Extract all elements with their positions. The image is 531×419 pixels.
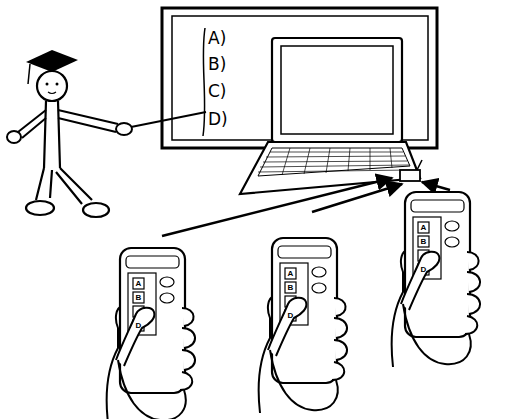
button-letter: B bbox=[133, 292, 144, 303]
clicker-in-hand bbox=[107, 248, 195, 419]
answer-option: D) bbox=[208, 111, 228, 128]
hand bbox=[116, 123, 132, 135]
button-letter: D bbox=[133, 320, 144, 331]
clicker-keypad: AB D bbox=[405, 192, 470, 337]
list-bracket bbox=[203, 28, 205, 136]
foot bbox=[83, 203, 109, 217]
clicker-in-hand bbox=[392, 192, 480, 367]
hand bbox=[7, 131, 21, 143]
pointer-stick bbox=[131, 112, 206, 127]
answer-option: B) bbox=[208, 56, 226, 73]
answer-option: A) bbox=[208, 30, 226, 47]
signal-arrow bbox=[312, 184, 402, 212]
laptop-lid bbox=[272, 38, 402, 142]
signal-arrow bbox=[162, 178, 392, 236]
clicker-in-hand bbox=[259, 238, 347, 413]
torso bbox=[44, 101, 60, 168]
laptop-screen bbox=[281, 46, 393, 134]
eye bbox=[46, 83, 49, 86]
button-letter: B bbox=[418, 236, 429, 247]
arm bbox=[18, 110, 46, 138]
answer-option: C) bbox=[208, 83, 227, 100]
antenna bbox=[417, 160, 422, 170]
button-letter: A bbox=[418, 222, 429, 233]
button-letter: A bbox=[285, 268, 296, 279]
tassel bbox=[28, 64, 30, 84]
answer-board: A) B) C) D) bbox=[162, 8, 437, 148]
board-frame bbox=[162, 8, 437, 148]
board-surface bbox=[172, 16, 428, 140]
receiver bbox=[400, 170, 420, 181]
keys bbox=[258, 148, 410, 175]
head bbox=[37, 71, 67, 101]
legs bbox=[36, 168, 92, 204]
eye bbox=[56, 83, 59, 86]
button-letter: D bbox=[418, 264, 429, 275]
button-letter: B bbox=[285, 282, 296, 293]
button-letter: A bbox=[133, 278, 144, 289]
arm bbox=[58, 110, 118, 132]
clicker-keypad: AB D bbox=[272, 238, 337, 383]
button-letter: D bbox=[285, 310, 296, 321]
mouth bbox=[48, 92, 56, 94]
keyboard bbox=[258, 148, 410, 176]
foot bbox=[26, 201, 54, 215]
mortarboard bbox=[26, 50, 78, 72]
clicker-keypad: AB D bbox=[120, 248, 185, 393]
signal-arrow bbox=[422, 182, 450, 190]
